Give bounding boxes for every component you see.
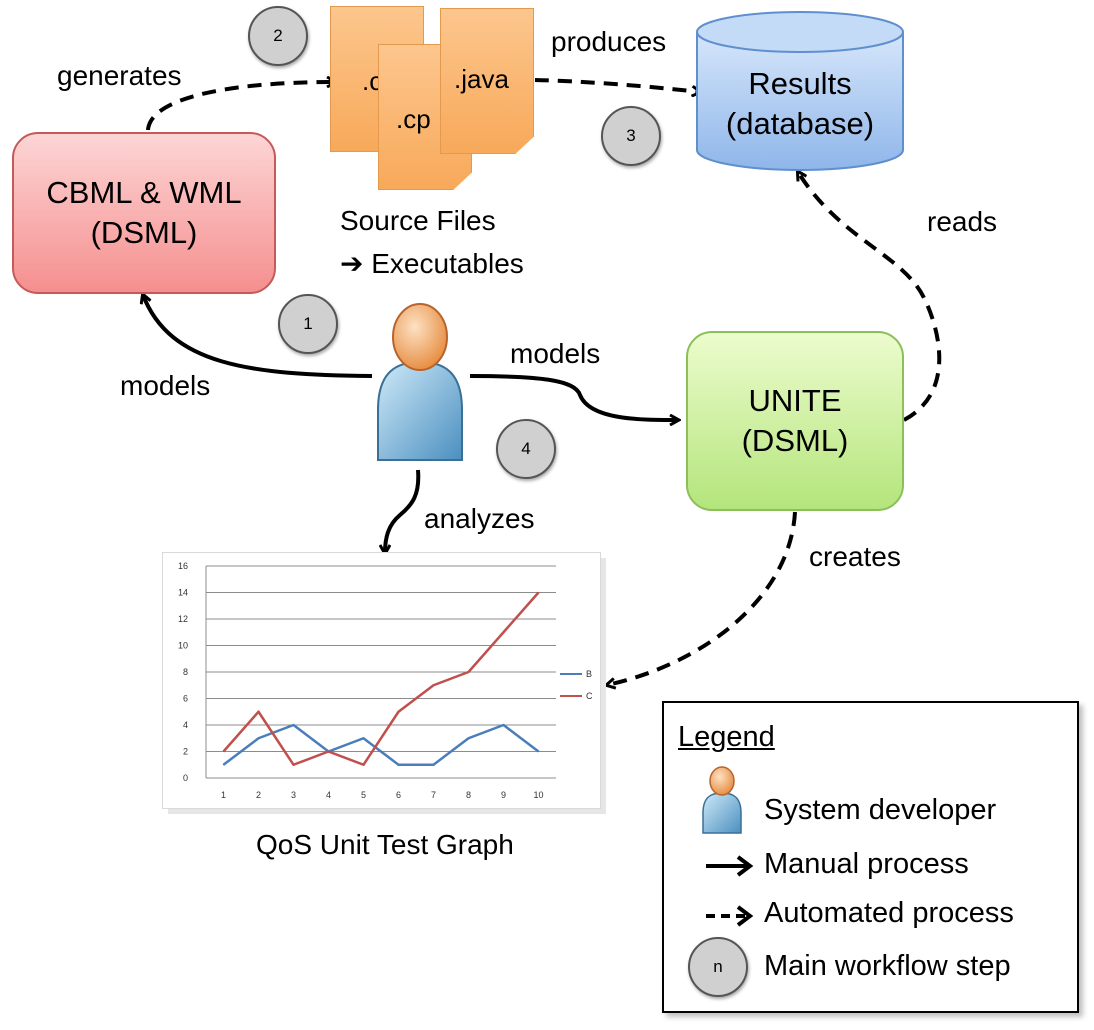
series-C-point-4 bbox=[327, 750, 330, 753]
right-arrow-icon: ➔ bbox=[340, 247, 364, 280]
step-4-badge: 4 bbox=[496, 419, 556, 479]
creates-arrow bbox=[607, 511, 797, 685]
x-tick-label-8: 8 bbox=[466, 790, 471, 800]
x-tick-label-1: 1 bbox=[221, 790, 226, 800]
legend-label-B: B bbox=[586, 669, 592, 679]
creates-label: creates bbox=[809, 541, 901, 572]
series-B-point-10 bbox=[537, 750, 540, 753]
generates-arrow bbox=[146, 82, 335, 131]
y-tick-label-2: 2 bbox=[183, 747, 188, 757]
reads-arrow bbox=[798, 172, 942, 422]
document-stack-icon: .c .cp .java bbox=[330, 6, 540, 192]
legend-label-C: C bbox=[586, 691, 593, 701]
x-tick-label-4: 4 bbox=[326, 790, 331, 800]
results-label: Results (database) bbox=[694, 64, 906, 145]
x-tick-label-9: 9 bbox=[501, 790, 506, 800]
produces-label: produces bbox=[551, 26, 667, 57]
step-3-badge: 3 bbox=[601, 106, 661, 166]
unite-subtitle: (DSML) bbox=[741, 423, 849, 458]
source-file-java-label: .java bbox=[454, 64, 509, 94]
y-tick-label-12: 12 bbox=[178, 614, 188, 624]
reads-label: reads bbox=[927, 206, 998, 237]
source-file-c-label: .c bbox=[362, 66, 383, 96]
x-tick-label-5: 5 bbox=[361, 790, 366, 800]
y-tick-label-8: 8 bbox=[183, 667, 188, 677]
manual-arrow-icon bbox=[706, 855, 754, 877]
automated-arrow-icon bbox=[706, 905, 754, 927]
step-1-badge: 1 bbox=[278, 294, 338, 354]
series-B-line bbox=[222, 723, 540, 766]
x-tick-label-2: 2 bbox=[256, 790, 261, 800]
models-left-label: models bbox=[120, 370, 211, 401]
legend-panel: Legend System developer Manual process A… bbox=[662, 701, 1079, 1013]
y-tick-label-10: 10 bbox=[178, 641, 188, 651]
y-tick-label-4: 4 bbox=[183, 720, 188, 730]
series-C-point-3 bbox=[292, 764, 295, 766]
series-B-point-3 bbox=[292, 724, 295, 726]
generates-label: generates bbox=[57, 60, 182, 91]
x-tick-label-7: 7 bbox=[431, 790, 436, 800]
executables-text: Executables bbox=[371, 248, 524, 279]
legend-step: Main workflow step bbox=[764, 950, 1011, 982]
legend-automated: Automated process bbox=[764, 897, 1014, 929]
produces-arrow bbox=[534, 78, 700, 92]
series-B-point-2 bbox=[257, 737, 260, 739]
series-C-point-2 bbox=[257, 711, 260, 713]
step-2-badge: 2 bbox=[248, 6, 308, 66]
database-cylinder-icon bbox=[696, 11, 904, 171]
series-B-point-6 bbox=[397, 764, 400, 766]
y-tick-label-0: 0 bbox=[183, 773, 188, 783]
y-tick-label-14: 14 bbox=[178, 588, 188, 598]
x-tick-label-10: 10 bbox=[533, 790, 543, 800]
executables-caption: ➔ Executables bbox=[340, 250, 524, 278]
unite-node: UNITE (DSML) bbox=[686, 331, 904, 511]
series-C-line bbox=[222, 591, 540, 766]
legend-step-badge: n bbox=[688, 937, 748, 997]
cbml-wml-node: CBML & WML (DSML) bbox=[12, 132, 276, 294]
source-file-java-front bbox=[440, 8, 534, 154]
cbml-wml-title: CBML & WML bbox=[46, 174, 242, 210]
legend-title: Legend bbox=[678, 721, 775, 753]
chart-shadow-bottom bbox=[168, 809, 606, 814]
source-file-cpp-label: .cp bbox=[396, 104, 431, 134]
series-B-point-5 bbox=[362, 737, 365, 739]
y-tick-label-6: 6 bbox=[183, 694, 188, 704]
chart-shadow-right bbox=[601, 558, 606, 814]
developer-legend-icon bbox=[702, 766, 742, 834]
results-title: Results bbox=[748, 66, 852, 101]
series-C-point-5 bbox=[362, 764, 365, 766]
legend-developer: System developer bbox=[764, 794, 997, 826]
series-C-point-9 bbox=[502, 631, 505, 633]
series-B-point-8 bbox=[467, 737, 470, 739]
series-C-point-6 bbox=[397, 711, 400, 713]
unite-title: UNITE bbox=[748, 382, 842, 418]
series-C-point-7 bbox=[432, 684, 435, 686]
person-icon bbox=[377, 303, 463, 461]
y-tick-label-16: 16 bbox=[178, 561, 188, 571]
models-left-arrow bbox=[143, 295, 373, 378]
chart-frame bbox=[162, 552, 601, 809]
series-C-point-1 bbox=[222, 750, 225, 753]
series-C-point-10 bbox=[537, 591, 540, 594]
analyzes-arrow bbox=[385, 469, 421, 553]
results-subtitle: (database) bbox=[725, 106, 875, 142]
source-files-caption: Source Files bbox=[340, 205, 496, 236]
analyzes-label: analyzes bbox=[424, 503, 535, 534]
models-right-arrow bbox=[469, 374, 678, 420]
cbml-wml-subtitle: (DSML) bbox=[90, 215, 198, 250]
series-B-point-1 bbox=[222, 764, 225, 766]
x-tick-label-6: 6 bbox=[396, 790, 401, 800]
series-B-point-9 bbox=[502, 724, 505, 726]
series-C-point-8 bbox=[467, 671, 470, 673]
chart-caption: QoS Unit Test Graph bbox=[256, 829, 514, 860]
series-B-point-7 bbox=[432, 764, 435, 766]
x-tick-label-3: 3 bbox=[291, 790, 296, 800]
models-right-label: models bbox=[510, 338, 601, 369]
legend-manual: Manual process bbox=[764, 848, 969, 880]
